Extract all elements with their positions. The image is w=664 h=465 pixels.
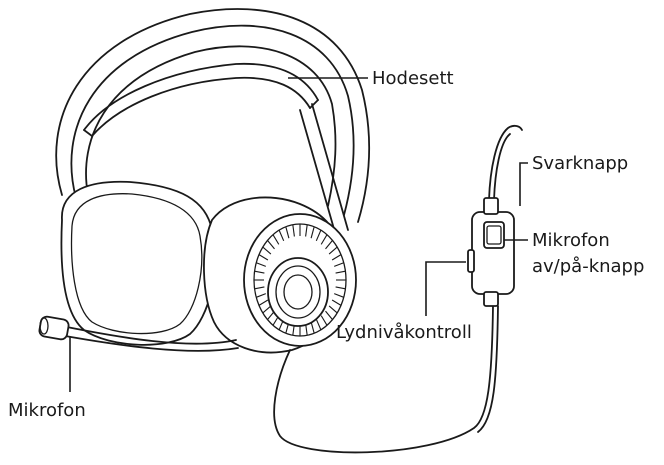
right-ear-cup (203, 196, 357, 354)
left-ear-cup (60, 180, 217, 346)
grill-slot (315, 229, 322, 242)
headset-cable (273, 124, 523, 454)
grill-slot (320, 234, 328, 245)
grill-slot (267, 240, 275, 250)
label-mic-toggle-line1: Mikrofon (532, 230, 610, 251)
grill-slot (310, 226, 315, 239)
headband (55, 8, 370, 237)
grill-slot (325, 310, 333, 320)
label-volume-control: Lydnivåkontroll (336, 322, 472, 343)
answer-button-shape (483, 221, 505, 249)
label-headset: Hodesett (372, 68, 454, 89)
grill-slot (258, 254, 269, 261)
microphone-boom (38, 315, 239, 352)
grill-slot (262, 305, 272, 314)
grill-slot (325, 240, 333, 250)
label-answer-button: Svarknapp (532, 153, 628, 174)
grill-slot (334, 262, 344, 267)
grill-slot (334, 293, 344, 298)
grill-slot (292, 224, 295, 237)
grill-slot (254, 286, 265, 290)
grill-slot (256, 293, 266, 298)
grill-slot (254, 270, 265, 274)
leader-lines (69, 77, 528, 392)
grill-slot (331, 299, 342, 306)
grill-slot (256, 262, 266, 267)
grill-slot (310, 321, 315, 334)
grill-slot (335, 270, 346, 274)
grill-slot (328, 305, 338, 314)
grill-slot (278, 229, 285, 242)
label-microphone: Mikrofon (8, 400, 86, 421)
grill-slot (331, 254, 342, 261)
grill-slot (285, 226, 290, 239)
grill-slot (272, 234, 280, 245)
inline-control-unit (467, 197, 515, 307)
grill-slot (335, 286, 346, 290)
grill-slot (305, 224, 308, 237)
grill-slot (328, 246, 338, 255)
label-mic-toggle-line2: av/på-knapp (532, 256, 644, 277)
volume-wheel-shape (467, 249, 475, 273)
grill-slot (262, 246, 272, 255)
grill-slot (320, 315, 328, 326)
grill-slot (315, 318, 322, 331)
grill-slot (258, 299, 269, 306)
